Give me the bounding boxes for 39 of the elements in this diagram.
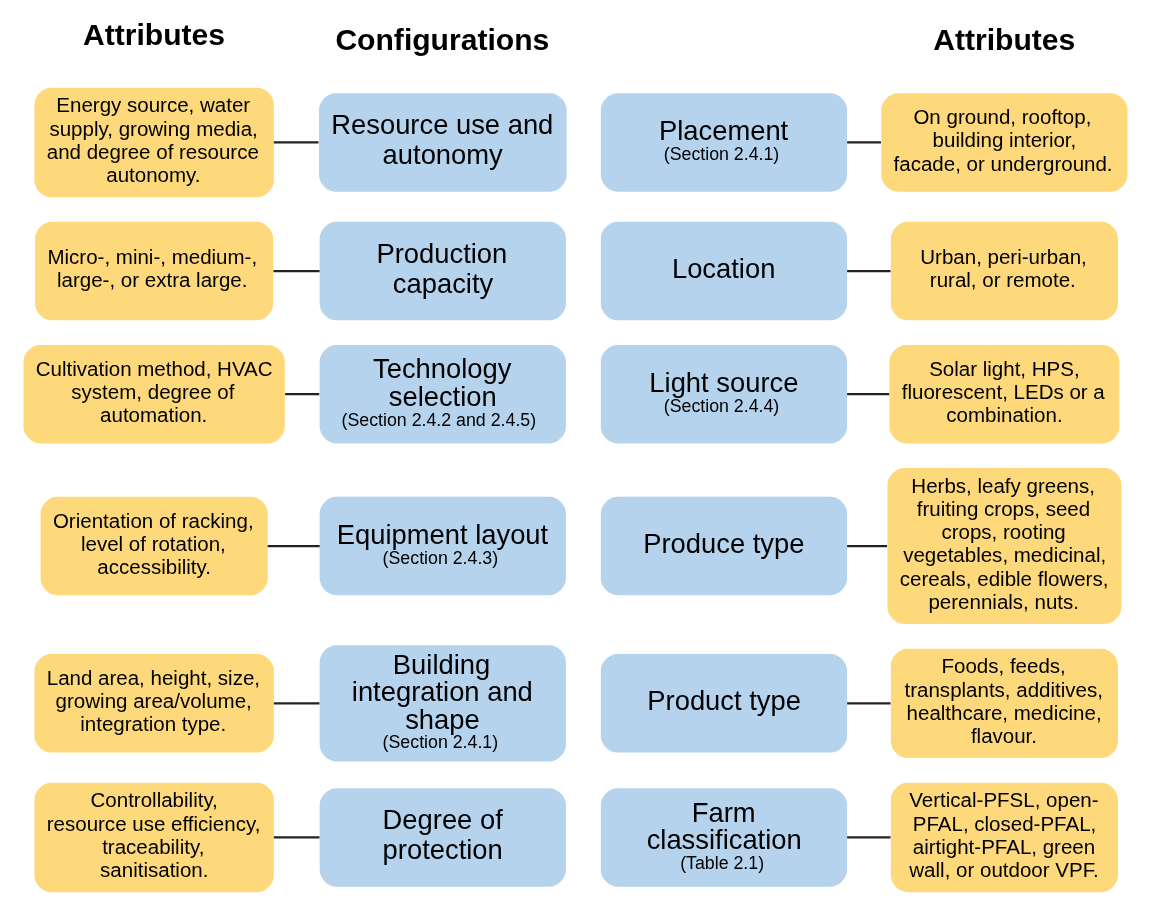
connector: [285, 393, 320, 396]
node-box: Solar light, HPS, fluorescent, LEDs or a combination.: [889, 344, 1120, 444]
node-box: Resource use and autonomy: [319, 93, 567, 192]
connector: [273, 141, 319, 144]
node-box: Orientation of racking, level of rotation, accessibility.: [40, 496, 268, 596]
node-box: Building integration and shape (Section 2.4.1): [319, 645, 566, 762]
node-box: Land area, height, size, growing area/volume, integration type.: [34, 654, 274, 753]
label: Configurations: [335, 23, 550, 57]
connector: [847, 544, 888, 548]
connector: [847, 836, 891, 839]
label: Attributes: [82, 17, 226, 51]
node-box: Urban, peri-urban, rural, or remote.: [890, 221, 1118, 321]
node-box: Farm classification (Table 2.1): [600, 788, 848, 887]
node-box: Controllability, resource use efficiency, traceability, sanitisation.: [34, 782, 274, 893]
node-box: Equipment layout (Section 2.4.3): [319, 496, 566, 596]
connector: [267, 544, 320, 548]
node-box: Vertical-PFSL, open-PFAL, closed-PFAL, airtight-PFAL, green wall, or outdoor VPF.: [890, 782, 1118, 893]
node-box: Light source (Section 2.4.4): [600, 344, 848, 444]
connector: [847, 393, 890, 396]
node-box: Production capacity: [319, 221, 566, 321]
node-box: Placement (Section 2.4.1): [600, 93, 848, 192]
connector: [847, 269, 891, 273]
node-box: Produce type: [600, 496, 848, 596]
node-box: Location: [600, 221, 848, 321]
node-box: Technology selection (Section 2.4.2 and 2.4.5): [319, 344, 566, 444]
connector: [847, 141, 881, 144]
connector: [273, 836, 320, 839]
node-box: Cultivation method, HVAC system, degree of automation.: [23, 344, 285, 444]
node-box: Energy source, water supply, growing media, and degree of resource autonomy.: [34, 87, 274, 198]
connector: [847, 702, 891, 705]
node-box: Herbs, leafy greens, fruiting crops, seed crops, rooting vegetables, medicinal, cereals, edible flowers, perennials, nuts.: [887, 468, 1122, 624]
node-box: Foods, feeds, transplants, additives, healthcare, medicine, flavour.: [890, 648, 1118, 759]
label: Attributes: [933, 23, 1076, 57]
node-box: On ground, rooftop, building interior, facade, or underground.: [881, 93, 1128, 192]
connector: [273, 702, 320, 705]
node-box: Product type: [600, 654, 848, 753]
node-box: Degree of protection: [319, 788, 566, 887]
connector: [273, 269, 320, 273]
node-box: Micro-, mini-, medium-, large-, or extra large.: [35, 221, 274, 321]
